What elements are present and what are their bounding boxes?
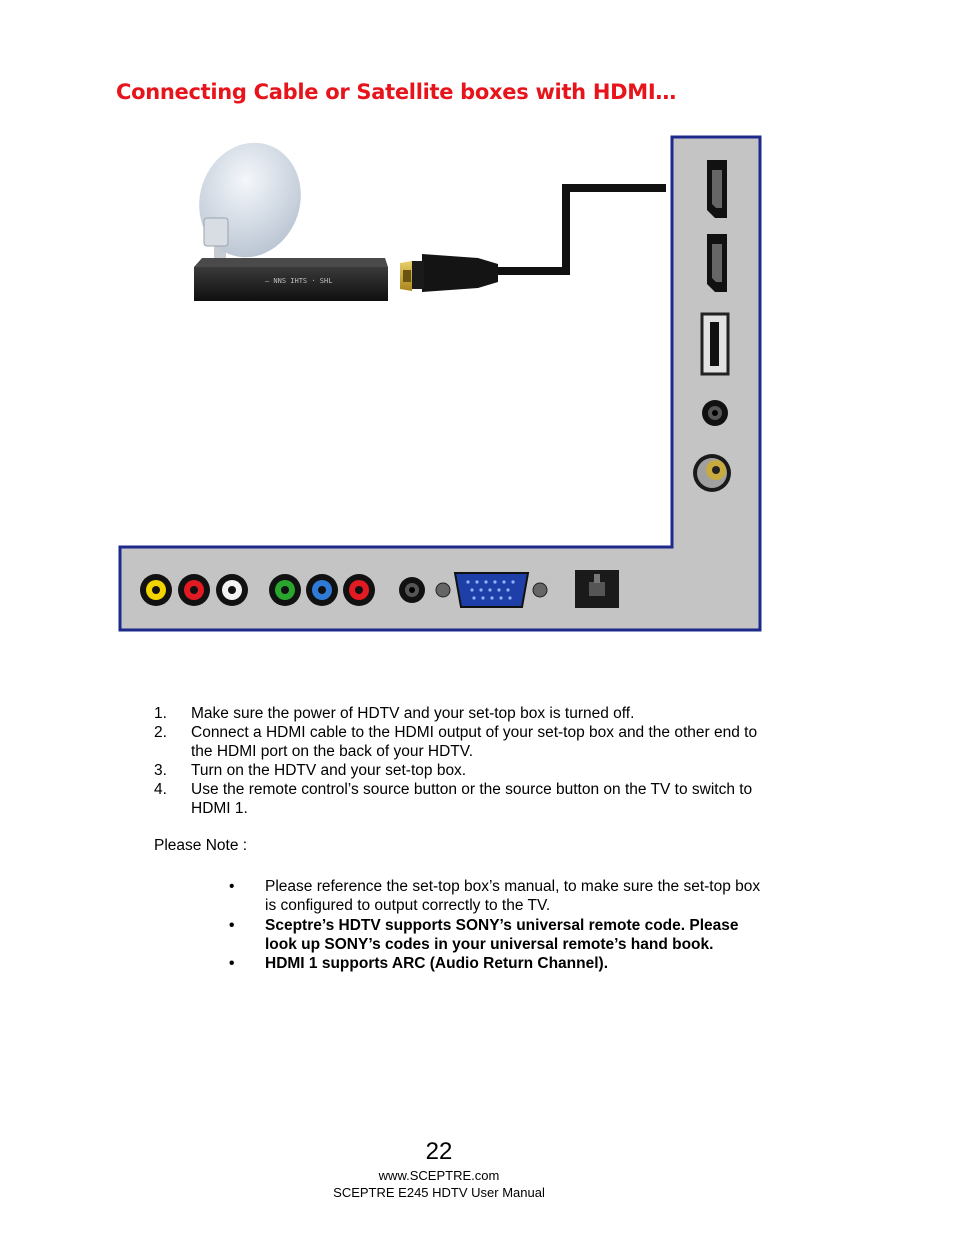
list-item: • HDMI 1 supports ARC (Audio Return Chann… <box>229 954 764 973</box>
usb-port-icon <box>700 312 730 376</box>
note-text: Please reference the set-top box’s manua… <box>265 878 761 915</box>
rca-jack-icon <box>216 574 248 606</box>
step-text: Use the remote control’s source button o… <box>191 781 753 817</box>
note-label: Please Note : <box>154 837 248 854</box>
step-text: Make sure the power of HDTV and your set… <box>191 705 635 722</box>
hdmi-port-icon <box>707 160 727 218</box>
bullet: • <box>229 916 235 934</box>
list-item: • Sceptre’s HDTV supports SONY’s universa… <box>229 916 764 955</box>
rca-jack-icon <box>306 574 338 606</box>
list-item: 1. Make sure the power of HDTV and your s… <box>154 704 764 723</box>
hdmi-plug-icon <box>400 261 412 291</box>
step-number: 4. <box>154 781 167 798</box>
note-text: Sceptre’s HDTV supports SONY’s universal… <box>265 916 739 953</box>
note-text: HDMI 1 supports ARC (Audio Return Channe… <box>265 955 608 973</box>
rca-jack-icon <box>269 574 301 606</box>
step-number: 2. <box>154 724 167 741</box>
page-title: Connecting Cable or Satellite boxes with… <box>116 80 677 104</box>
bullet: • <box>229 878 235 895</box>
step-text: Turn on the HDTV and your set-top box. <box>191 762 467 779</box>
step-number: 3. <box>154 762 167 779</box>
rca-jack-icon <box>343 574 375 606</box>
rca-jack-icon <box>178 574 210 606</box>
list-item: • Please reference the set-top box’s manu… <box>229 877 764 916</box>
bullet: • <box>229 955 235 973</box>
connection-diagram: — NNS IHTS · SHL <box>118 135 762 632</box>
hdmi-port-icon <box>707 234 727 292</box>
step-number: 1. <box>154 705 167 722</box>
footer-manual-name: SCEPTRE E245 HDTV User Manual <box>333 1185 545 1200</box>
list-item: 2. Connect a HDMI cable to the HDMI outpu… <box>154 723 764 761</box>
audio-jack-icon <box>399 577 425 603</box>
list-item: 4. Use the remote control’s source button… <box>154 780 764 818</box>
satellite-dish-icon <box>199 142 301 264</box>
set-top-box-display: — NNS IHTS · SHL <box>265 277 332 285</box>
footer-website: www.SCEPTRE.com <box>378 1168 500 1183</box>
coax-port-icon <box>693 454 731 492</box>
instruction-steps: 1. Make sure the power of HDTV and your s… <box>154 704 764 818</box>
page-number: 22 <box>425 1138 453 1165</box>
step-text: Connect a HDMI cable to the HDMI output … <box>191 724 758 760</box>
rca-jack-icon <box>140 574 172 606</box>
notes-list: • Please reference the set-top box’s manu… <box>229 877 764 973</box>
set-top-box-icon: — NNS IHTS · SHL <box>194 258 388 301</box>
list-item: 3. Turn on the HDTV and your set-top box. <box>154 761 764 780</box>
vga-port-icon <box>435 572 548 608</box>
optical-port-icon <box>575 570 619 608</box>
audio-jack-icon <box>702 400 728 426</box>
hdmi-cable <box>410 184 666 292</box>
